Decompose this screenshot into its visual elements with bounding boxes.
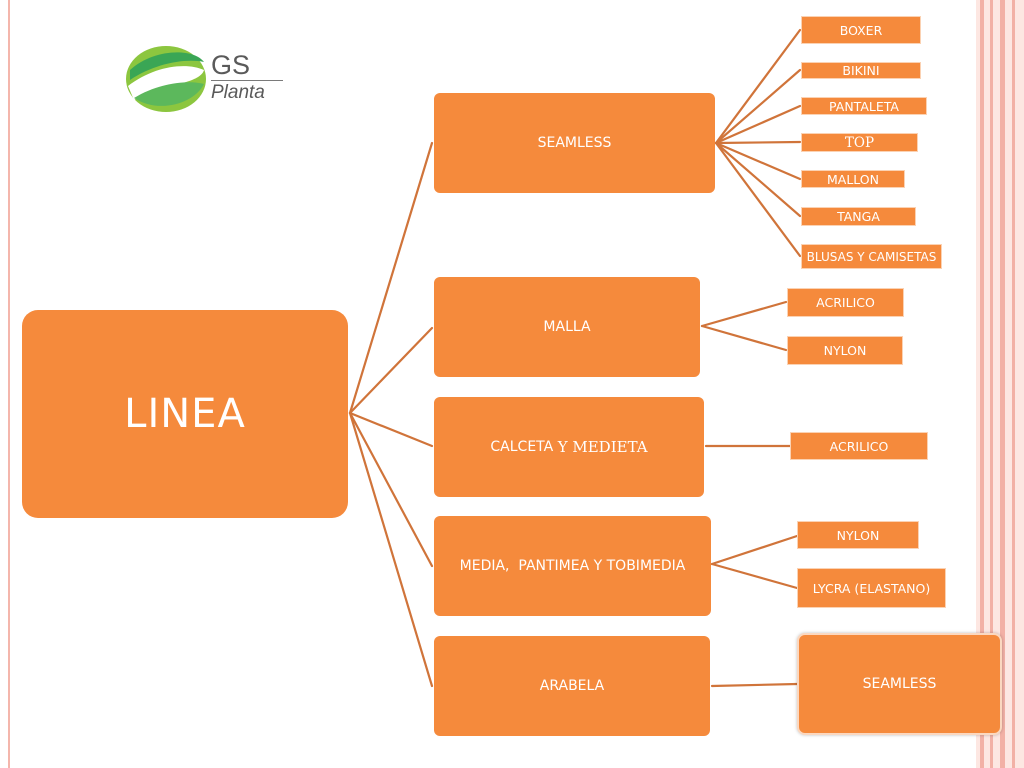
leaf-label: NYLON [823, 343, 867, 358]
leaf-label: BOXER [839, 22, 883, 38]
leaf-top: TOP [801, 133, 918, 152]
leaf-acrilico: ACRILICO [790, 432, 928, 460]
leaf-boxer: BOXER [801, 16, 921, 44]
branch-label-part-b: Y MEDIETA [557, 438, 648, 456]
branch-label: MEDIA, PANTIMEA Y TOBIMEDIA [459, 558, 686, 574]
leaf-pantaleta: PANTALETA [801, 97, 927, 115]
branch-arabela: ARABELA [434, 636, 710, 736]
leaf-bikini: BIKINI [801, 62, 921, 79]
leaf-lycra-elastano: LYCRA (ELASTANO) [797, 568, 946, 608]
leaf-label: LYCRA (ELASTANO) [812, 580, 931, 596]
leaf-label: BIKINI [842, 63, 880, 78]
leaf-label: BLUSAS Y CAMISETAS [806, 249, 937, 264]
branch-media: MEDIA, PANTIMEA Y TOBIMEDIA [434, 516, 711, 616]
branch-label: ARABELA [539, 678, 605, 694]
branch-label-part-a: CALCETA [490, 439, 554, 455]
leaf-label: PANTALETA [829, 98, 899, 114]
leaf-label: NYLON [836, 527, 880, 543]
leaf-acrilico: ACRILICO [787, 288, 904, 317]
leaf-label: ACRILICO [829, 438, 889, 454]
gs-planta-logo-icon [126, 46, 206, 112]
branch-label: SEAMLESS [537, 135, 612, 151]
leaf-nylon: NYLON [797, 521, 919, 549]
leaf-label: TOP [844, 134, 875, 151]
leaf-blusas-y-camisetas: BLUSAS Y CAMISETAS [801, 244, 942, 269]
branch-seamless: SEAMLESS [434, 93, 715, 193]
leaf-mallon: MALLON [801, 170, 905, 188]
logo-title: GS [211, 50, 251, 80]
branch-calceta: CALCETA Y MEDIETA [434, 397, 704, 497]
leaf-label: ACRILICO [816, 295, 875, 310]
logo-subtitle: Planta [211, 82, 265, 103]
leaf-label: SEAMLESS [862, 676, 937, 692]
branch-label: MALLA [543, 319, 591, 335]
logo-divider [211, 80, 283, 81]
leaf-tanga: TANGA [801, 207, 916, 226]
branch-malla: MALLA [434, 277, 700, 377]
leaf-seamless: SEAMLESS [797, 633, 1002, 735]
root-label: LINEA [124, 391, 246, 437]
root-node-linea: LINEA [22, 310, 348, 518]
leaf-label: TANGA [837, 209, 880, 224]
leaf-nylon: NYLON [787, 336, 903, 365]
slide-frame-line [8, 0, 10, 768]
leaf-label: MALLON [826, 171, 879, 187]
